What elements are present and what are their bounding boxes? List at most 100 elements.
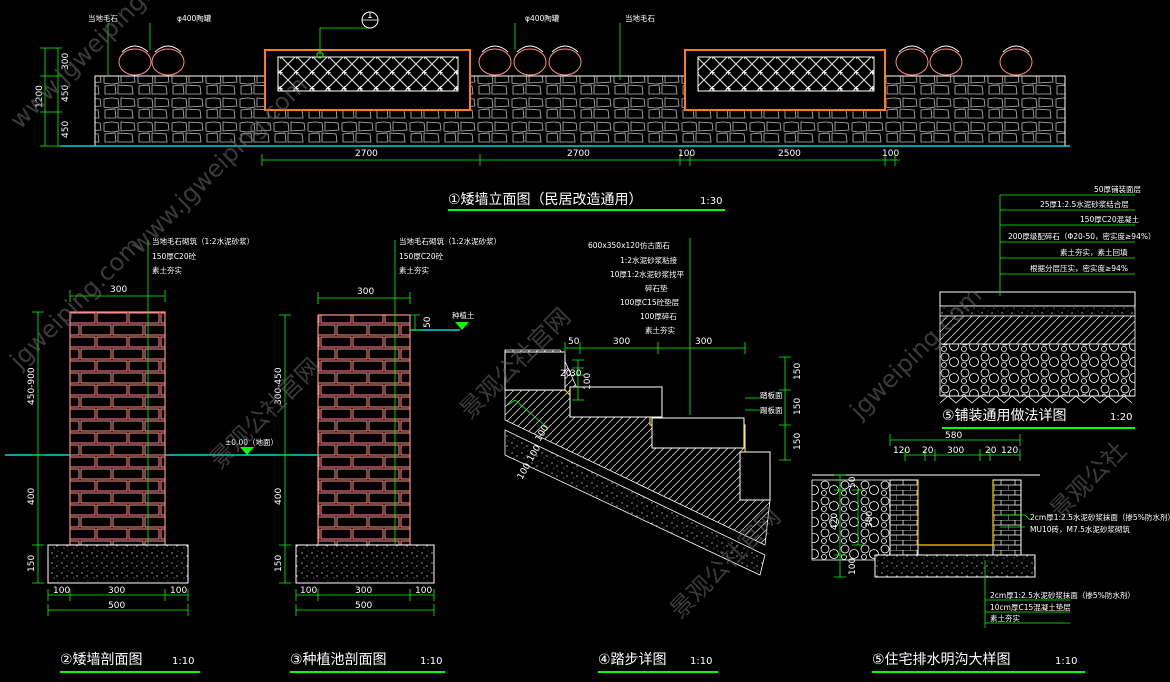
step-detail-dim-right-1: 150 xyxy=(793,398,803,415)
step-detail-note-2: 10厚1:2水泥砂浆找平 xyxy=(610,269,685,279)
planter-section-foundation xyxy=(295,544,435,584)
step-detail-dim-top-1: 300 xyxy=(613,337,630,347)
paving-note-0: 50厚铺装面层 xyxy=(1094,184,1142,194)
drain-dim-left-0: 50 xyxy=(848,476,858,488)
step-detail-gravel-band xyxy=(504,429,766,576)
watermark-text: 景观公社 xyxy=(1044,437,1132,525)
elevation-dim-left-2: 450 xyxy=(61,121,71,138)
step-detail-dim-top-0: 50 xyxy=(568,337,580,347)
watermark-text: 景观公社官网 xyxy=(204,353,326,475)
step-detail-note-3: 碎石垫 xyxy=(645,283,668,293)
elevation-label-pot-mid: φ400陶罐 xyxy=(525,13,560,23)
elevation-dim-left-total: 1200 xyxy=(35,85,45,108)
planter-section-dim-bottom-0: 100 xyxy=(300,586,317,596)
drain-scale: 1:10 xyxy=(1055,656,1077,667)
elevation-label-pot-left: φ400陶罐 xyxy=(177,13,212,23)
drain-dim-left-2: 100 xyxy=(848,558,858,575)
wall-section-dim-bottom-0: 100 xyxy=(53,586,70,596)
planter-section-note-2: 素土夯实 xyxy=(399,265,429,275)
wall-section-dim-bottom-total: 500 xyxy=(108,601,125,611)
drain-dim-top-1: 20 xyxy=(922,446,934,456)
step-detail-tread-1 xyxy=(504,351,566,391)
step-detail-note-4: 100厚C15砼垫层 xyxy=(620,297,680,307)
paving-note-5: 根据分层压实，密实度≥94% xyxy=(1030,263,1128,273)
step-detail-note-6: 素土夯实 xyxy=(645,325,675,335)
planter-section-view: 当地毛石砌筑（1:2水泥砂浆） 150厚C20砼 素土夯实 300 50 种植土… xyxy=(260,236,501,673)
wall-section-scale: 1:10 xyxy=(172,656,194,667)
step-detail-dim-right-2: 150 xyxy=(793,433,803,450)
planter-section-dim-left-0: 300-450 xyxy=(274,367,284,405)
step-detail-dim-top-2: 300 xyxy=(695,337,712,347)
drain-note-bottom-2: 素土夯实 xyxy=(990,613,1020,623)
wall-section-dim-left-0: 450-900 xyxy=(27,367,37,405)
planter-section-dim-left-1: 400 xyxy=(274,488,284,505)
planter-section-dim-right: 50 xyxy=(423,316,433,328)
elevation-dim-left-1: 450 xyxy=(61,85,71,102)
paving-note-3: 200厚级配碎石（Φ20-50，密实度≥94%） xyxy=(1008,231,1155,241)
wall-section-dim-top: 300 xyxy=(110,285,127,295)
wall-section-masonry xyxy=(69,311,166,546)
paving-note-4: 素土夯实，素土回填 xyxy=(1060,247,1128,257)
step-detail-dim-side-0: 20 xyxy=(560,369,572,379)
wall-section-title: ②矮墙剖面图 xyxy=(60,652,143,668)
wall-section-level-marker xyxy=(240,447,254,455)
drain-dim-top-3: 20 xyxy=(985,446,997,456)
wall-section-ground-label: ±0.00（地面） xyxy=(225,437,278,447)
elevation-stone-wall xyxy=(94,75,1066,147)
paving-gravel-layer xyxy=(939,343,1136,397)
step-detail-note-1: 1:2水泥砂浆粘接 xyxy=(620,255,678,265)
elevation-dim-bottom-4: 100 xyxy=(882,149,899,159)
planter-section-note-1: 150厚C20砼 xyxy=(399,251,444,261)
drain-dim-left-1: 420 xyxy=(830,513,840,530)
pots-middle xyxy=(478,45,582,76)
step-detail-tread-2 xyxy=(569,386,663,418)
step-detail-label-face: 踏板面 xyxy=(760,390,783,400)
planter-section-masonry xyxy=(317,314,411,546)
step-detail-dim-side-2: 100 xyxy=(583,373,593,390)
drain-concrete-base xyxy=(874,554,1036,578)
step-detail-note-0: 600x350x120仿古面石 xyxy=(588,240,670,250)
wall-section-view: 当地毛石砌筑（1:2水泥砂浆） 150厚C20砼 素土夯实 300 450-90… xyxy=(5,236,278,673)
planter-section-dim-left-2: 150 xyxy=(274,555,284,572)
elevation-dim-left-0: 300 xyxy=(61,53,71,70)
planter-section-dim-top: 300 xyxy=(357,287,374,297)
planter-section-note-0: 当地毛石砌筑（1:2水泥砂浆） xyxy=(399,236,501,246)
drain-dim-top-0: 120 xyxy=(893,446,910,456)
step-detail-scale: 1:10 xyxy=(690,656,712,667)
drain-dim-top-4: 120 xyxy=(1001,446,1018,456)
planter-section-dim-bottom-total: 500 xyxy=(355,601,372,611)
drain-wall-left xyxy=(889,479,919,556)
drain-wall-right xyxy=(992,479,1022,556)
elevation-dim-bottom-1: 2700 xyxy=(567,149,590,159)
drain-title: ⑤住宅排水明沟大样图 xyxy=(872,652,1011,668)
planter-section-dim-bottom-1: 300 xyxy=(355,586,372,596)
wall-section-note-0: 当地毛石砌筑（1:2水泥砂浆） xyxy=(152,236,254,246)
drain-note-right-0: 2cm厚1:2.5水泥砂浆抹面（掺5%防水剂） xyxy=(1030,512,1170,522)
step-detail-label-riser: 踢板面 xyxy=(760,405,783,415)
paving-note-1: 25厚1:2.5水泥砂浆结合层 xyxy=(1040,199,1129,209)
step-detail-dim-side-1: 30 xyxy=(570,369,582,379)
pots-right xyxy=(895,45,1033,76)
planter-section-title: ③种植池剖面图 xyxy=(290,652,387,668)
drain-note-right-1: MU10砖，M7.5水泥砂浆砌筑 xyxy=(1030,524,1130,534)
step-detail-note-5: 100厚碎石 xyxy=(640,311,677,321)
elevation-scale: 1:30 xyxy=(700,196,722,207)
elevation-dim-bottom-0: 2700 xyxy=(355,149,378,159)
elevation-label-stone-right: 当地毛石 xyxy=(625,13,655,23)
paving-title: ⑤铺装通用做法详图 xyxy=(942,408,1067,424)
paving-scale: 1:20 xyxy=(1110,412,1132,423)
elevation-label-stone: 当地毛石 xyxy=(88,13,118,23)
planter-section-soil-label: 种植土 xyxy=(452,310,475,320)
wall-section-note-2: 素土夯实 xyxy=(152,265,182,275)
planter-section-scale: 1:10 xyxy=(420,656,442,667)
paving-note-2: 150厚C20混凝土 xyxy=(1080,214,1140,224)
drain-fill-left xyxy=(811,479,891,561)
step-detail-title: ④踏步详图 xyxy=(598,652,667,668)
wall-section-dim-left-2: 150 xyxy=(27,555,37,572)
pots-left xyxy=(118,45,185,76)
elevation-title: ①矮墙立面图（民居改造通用） xyxy=(448,192,643,208)
elevation-callout-number: 1 xyxy=(367,11,373,21)
planter-section-dim-bottom-2: 100 xyxy=(415,586,432,596)
drain-detail-view: 580 120 20 300 20 120 50 420 100 300 2cm… xyxy=(811,431,1170,673)
